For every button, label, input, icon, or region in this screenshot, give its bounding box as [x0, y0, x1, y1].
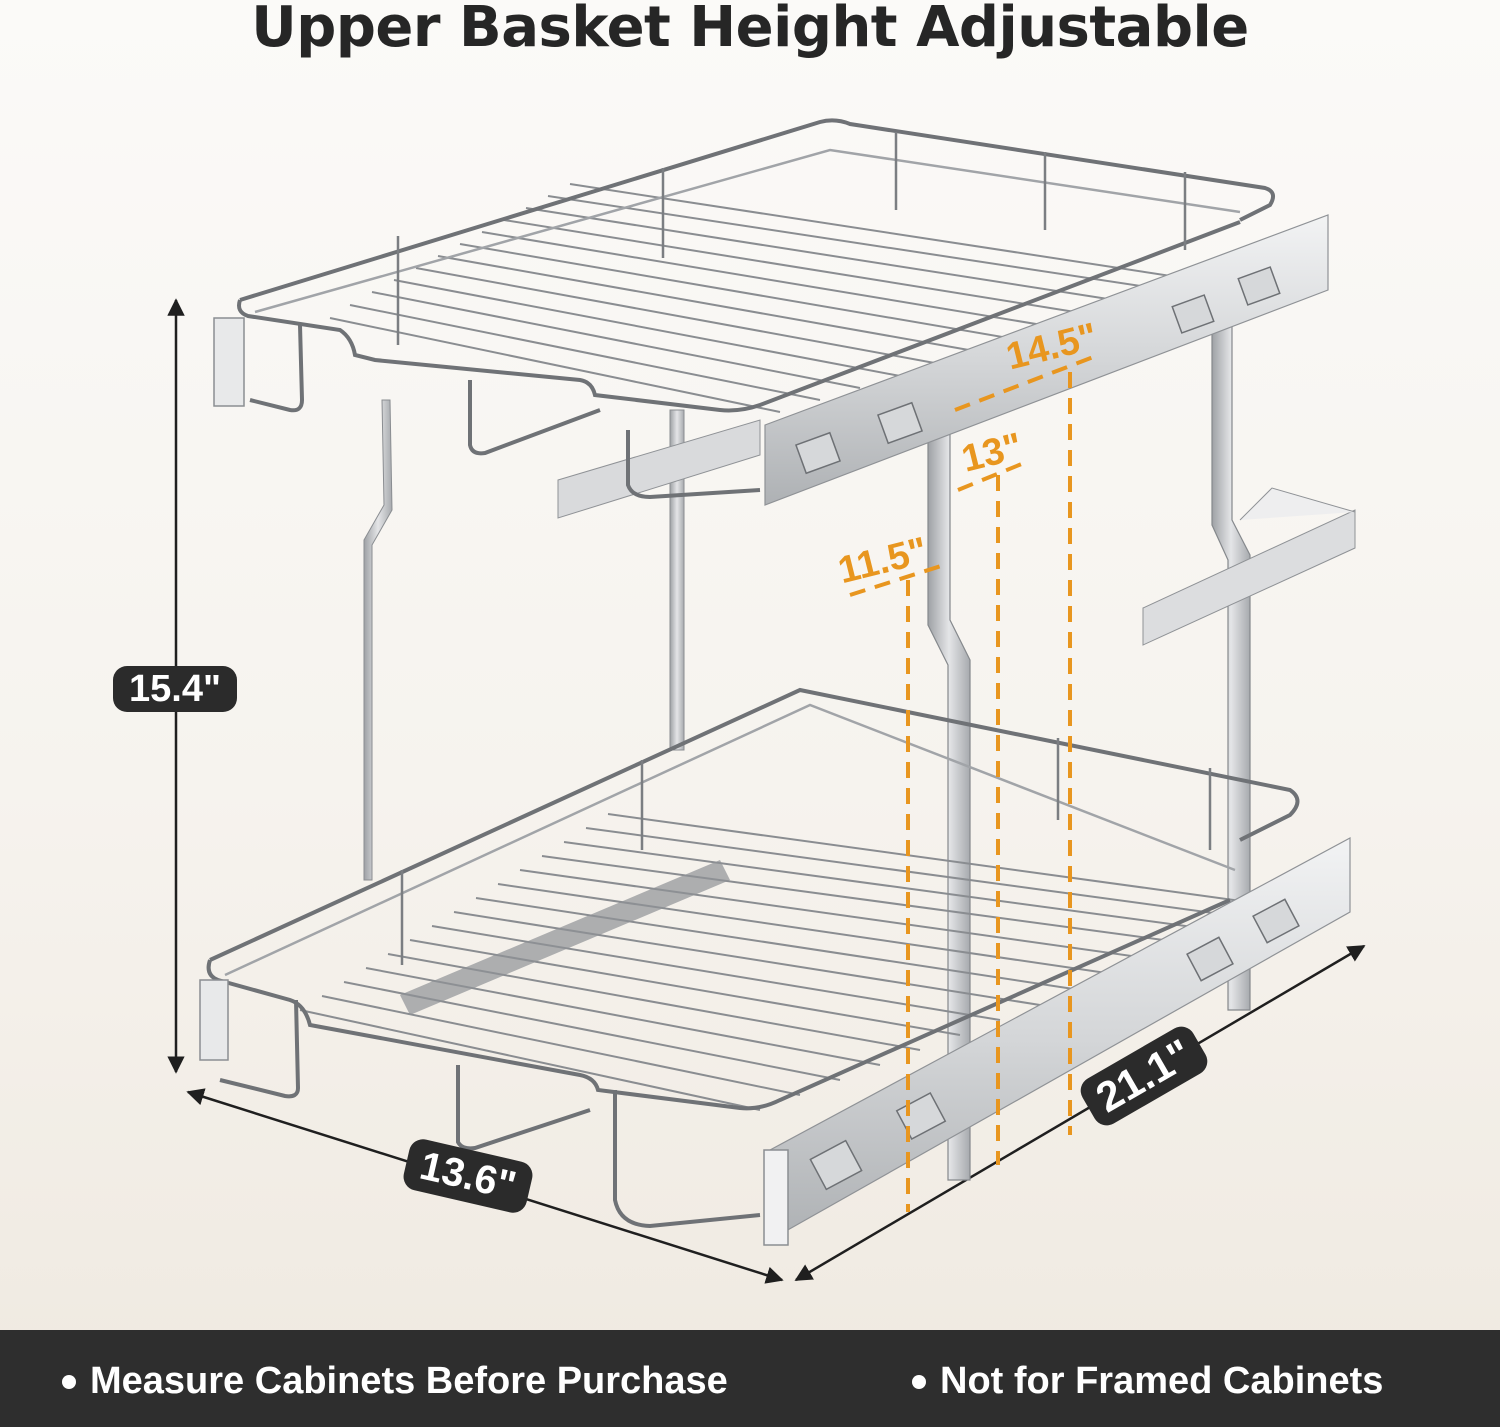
lower-basket	[199, 687, 1351, 1246]
support-posts	[363, 289, 1356, 1181]
adjustment-guides	[849, 354, 1097, 1212]
note-not-for-framed: Not for Framed Cabinets	[912, 1360, 1383, 1403]
note-text: Measure Cabinets Before Purchase	[90, 1360, 728, 1402]
height-badge: 15.4"	[113, 666, 237, 712]
bullet-icon	[912, 1374, 926, 1389]
product-illustration	[167, 118, 1366, 1284]
page-title: Upper Basket Height Adjustable	[251, 0, 1249, 60]
upper-basket	[213, 118, 1329, 506]
depth-dimension-line	[794, 944, 1366, 1282]
note-text: Not for Framed Cabinets	[940, 1360, 1384, 1402]
bullet-icon	[62, 1374, 76, 1389]
footer-notes-bar: Measure Cabinets Before Purchase Not for…	[0, 1330, 1500, 1427]
note-measure-cabinets: Measure Cabinets Before Purchase	[62, 1360, 728, 1403]
